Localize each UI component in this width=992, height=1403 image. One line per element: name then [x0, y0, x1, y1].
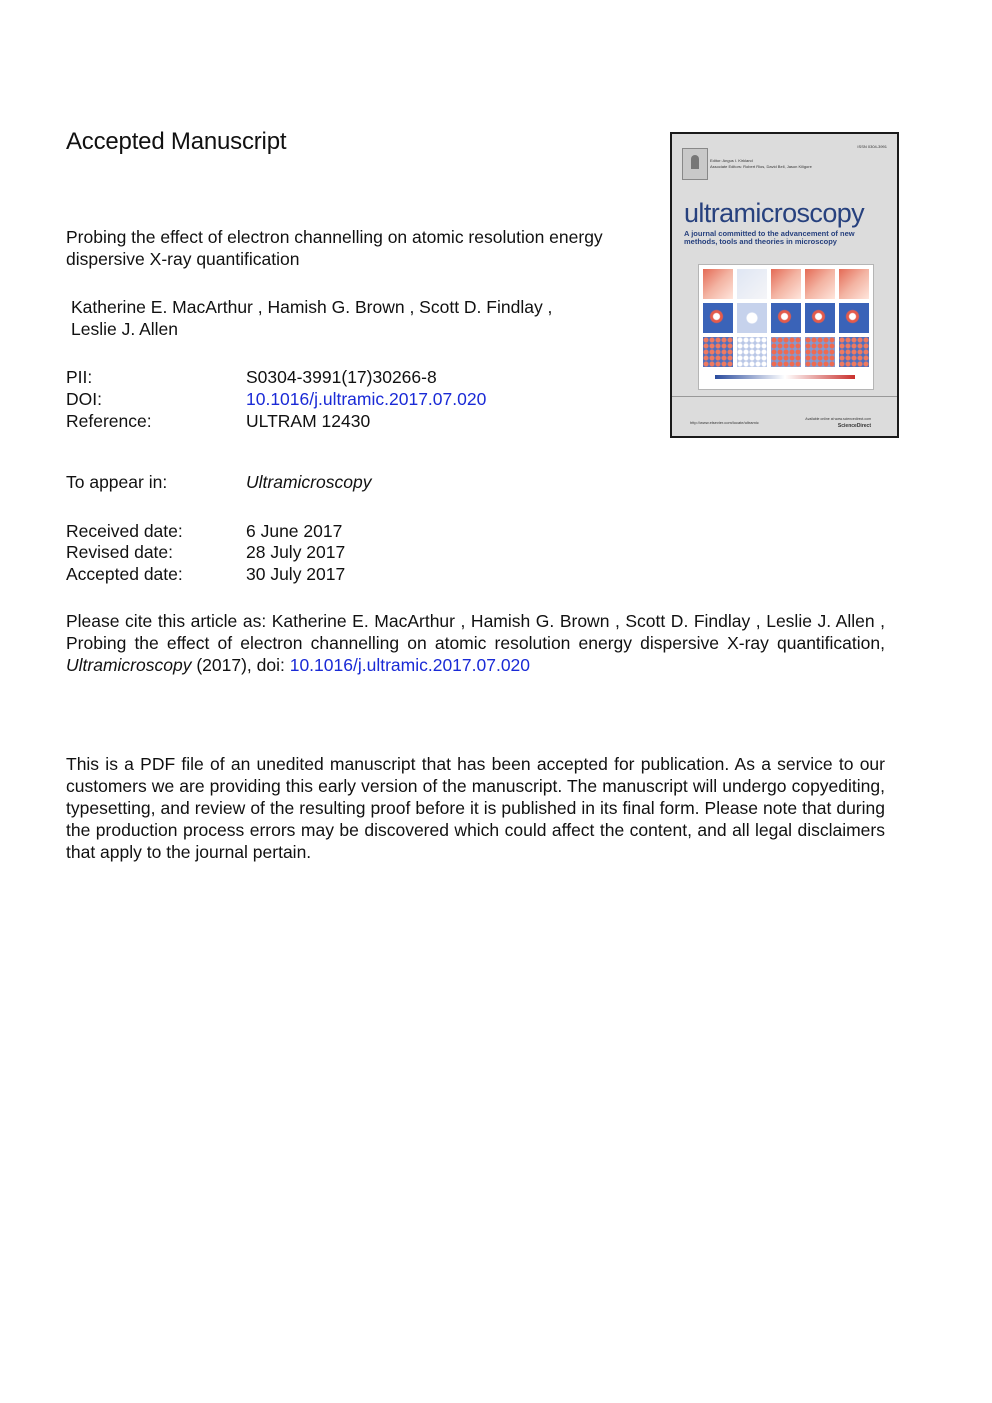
cover-divider — [672, 396, 897, 397]
revised-label: Revised date: — [66, 542, 174, 562]
citation-paragraph: Please cite this article as: Katherine E… — [66, 610, 885, 676]
sciencedirect-logo: ScienceDirect — [837, 423, 871, 429]
cover-figure — [698, 264, 874, 390]
doi-link[interactable]: 10.1016/j.ultramic.2017.07.020 — [246, 389, 487, 409]
figure-tile — [805, 303, 835, 333]
cover-tagline: A journal committed to the advancement o… — [684, 229, 855, 246]
reference-value: ULTRAM 12430 — [246, 411, 371, 431]
cover-figure-grid — [703, 269, 869, 367]
citation-doi-link[interactable]: 10.1016/j.ultramic.2017.07.020 — [289, 655, 531, 675]
journal-name: Ultramicroscopy — [246, 472, 372, 492]
cover-available-online: Available online at www.sciencedirect.co… — [805, 417, 871, 421]
manuscript-notice: This is a PDF file of an unedited manusc… — [66, 754, 885, 862]
revised-value: 28 July 2017 — [246, 542, 346, 562]
cover-associate-editors: Associate Editors: Robert Rios, David Be… — [710, 164, 812, 169]
figure-tile — [703, 303, 733, 333]
figure-tile — [771, 269, 801, 299]
figure-tile — [703, 337, 733, 367]
elsevier-logo-icon — [682, 148, 708, 180]
figure-colorbar — [715, 375, 855, 379]
figure-tile — [839, 269, 869, 299]
citation-text: Please cite this article as: Katherine E… — [66, 611, 885, 653]
figure-tile — [737, 303, 767, 333]
figure-tile — [805, 269, 835, 299]
doi-label: DOI: — [66, 389, 102, 409]
figure-tile — [805, 337, 835, 367]
authors-line-2: Leslie J. Allen — [71, 319, 179, 339]
figure-tile — [771, 337, 801, 367]
cover-editors: Editor: Angus I. Kirkland Associate Edit… — [710, 158, 812, 170]
cover-url: http://www.elsevier.com/locate/ultramic — [690, 420, 759, 425]
cover-journal-name: ultramicroscopy — [684, 198, 865, 228]
pii-label: PII: — [66, 367, 93, 387]
page-heading: Accepted Manuscript — [66, 128, 287, 155]
citation-journal: Ultramicroscopy — [66, 655, 192, 675]
cover-editor: Editor: Angus I. Kirkland — [710, 158, 753, 163]
figure-tile — [703, 269, 733, 299]
figure-tile — [737, 337, 767, 367]
figure-tile — [737, 269, 767, 299]
figure-tile — [839, 337, 869, 367]
authors-line-1: Katherine E. MacArthur , Hamish G. Brown… — [71, 297, 553, 317]
pii-value: S0304-3991(17)30266-8 — [246, 367, 437, 387]
figure-tile — [839, 303, 869, 333]
citation-year-doi: (2017), doi: — [191, 655, 285, 675]
reference-label: Reference: — [66, 411, 152, 431]
cover-header: ISSN 0304-3991 Editor: Angus I. Kirkland… — [672, 134, 897, 186]
accepted-value: 30 July 2017 — [246, 564, 346, 584]
accepted-label: Accepted date: — [66, 564, 183, 584]
figure-tile — [771, 303, 801, 333]
cover-issn: ISSN 0304-3991 — [857, 144, 887, 149]
appear-label: To appear in: — [66, 472, 168, 492]
cover-sciencedirect: Available online at www.sciencedirect.co… — [805, 416, 871, 430]
journal-cover-image: ISSN 0304-3991 Editor: Angus I. Kirkland… — [670, 132, 899, 438]
author-list: Katherine E. MacArthur , Hamish G. Brown… — [71, 296, 631, 340]
received-label: Received date: — [66, 521, 183, 541]
article-title: Probing the effect of electron channelli… — [66, 227, 603, 269]
received-value: 6 June 2017 — [246, 521, 343, 541]
